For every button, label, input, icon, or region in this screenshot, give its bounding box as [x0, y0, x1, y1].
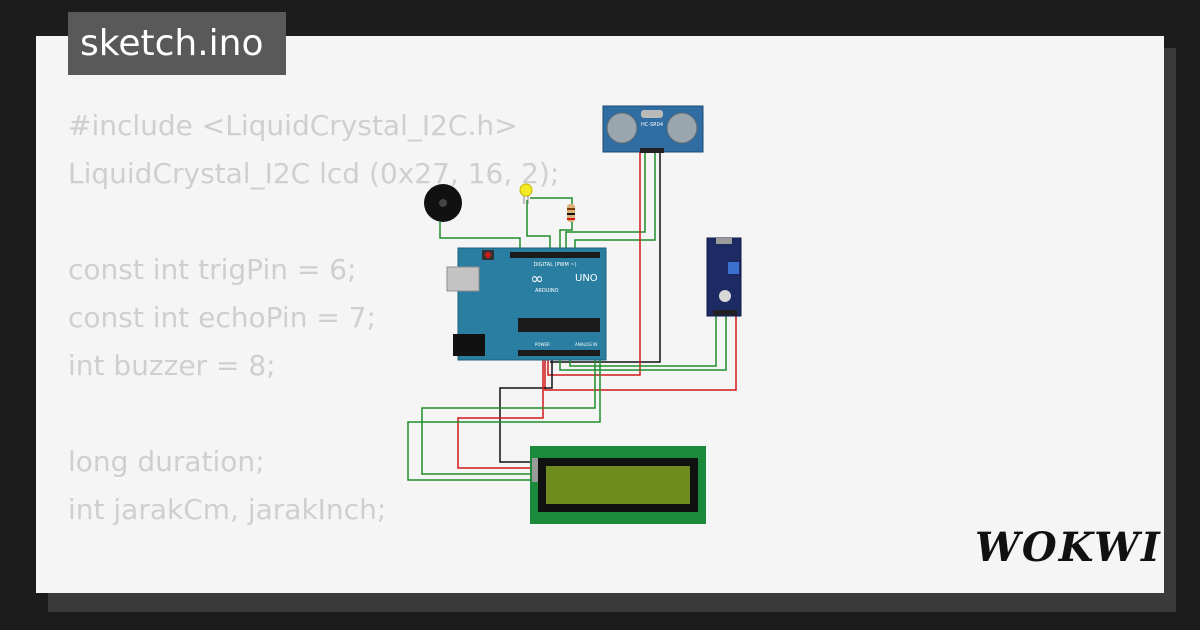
- code-line: const int trigPin = 6;: [68, 253, 357, 286]
- code-line: int ledPin = 5;: [68, 582, 559, 593]
- arduino-uno[interactable]: DIGITAL (PWM ~) ∞ UNO ARDUINO POWER ANAL…: [446, 247, 607, 361]
- wire-green: [530, 197, 573, 250]
- wire-black: [550, 150, 661, 363]
- led-yellow[interactable]: [519, 183, 533, 204]
- resistor[interactable]: [567, 204, 575, 222]
- digital-header-label: DIGITAL (PWM ~): [533, 262, 576, 268]
- wokwi-logo: WOKWI: [975, 524, 1162, 571]
- wire-green: [574, 150, 656, 250]
- sensor-module[interactable]: [706, 237, 742, 317]
- board-model: UNO: [575, 273, 598, 284]
- arduino-infinity-icon: ∞: [530, 269, 543, 288]
- code-line: int jarakCm, jarakInch;: [68, 493, 387, 526]
- code-line: const int echoPin = 7;: [68, 301, 376, 334]
- code-line: long duration;: [68, 445, 265, 478]
- sensor-label: HC-SR04: [641, 122, 663, 128]
- wire-red: [547, 150, 641, 376]
- power-header-label: POWER: [535, 342, 550, 347]
- wires: [407, 150, 737, 481]
- wire-black: [499, 358, 553, 463]
- analog-header-label: ANALOG IN: [575, 342, 597, 347]
- ultrasonic-sensor[interactable]: HC-SR04: [602, 105, 704, 153]
- wire-red: [457, 358, 544, 469]
- wire-green: [526, 200, 551, 250]
- code-line: LiquidCrystal_I2C lcd (0x27, 16, 2);: [68, 157, 560, 190]
- code-line: #include <LiquidCrystal_I2C.h>: [68, 109, 518, 142]
- wire-green: [407, 358, 601, 481]
- code-preview: #include <LiquidCrystal_I2C.h> LiquidCry…: [68, 102, 559, 593]
- buzzer[interactable]: [424, 184, 462, 222]
- code-line: int buzzer = 8;: [68, 349, 276, 382]
- wire-green: [565, 150, 646, 250]
- lcd-display[interactable]: [530, 446, 706, 524]
- wire-green: [439, 222, 521, 250]
- wire-green: [421, 358, 596, 475]
- board-brand: ARDUINO: [535, 288, 559, 294]
- wire-green: [569, 315, 717, 367]
- wire-red: [544, 315, 737, 391]
- wire-green: [559, 315, 727, 371]
- file-tab[interactable]: sketch.ino: [68, 12, 286, 75]
